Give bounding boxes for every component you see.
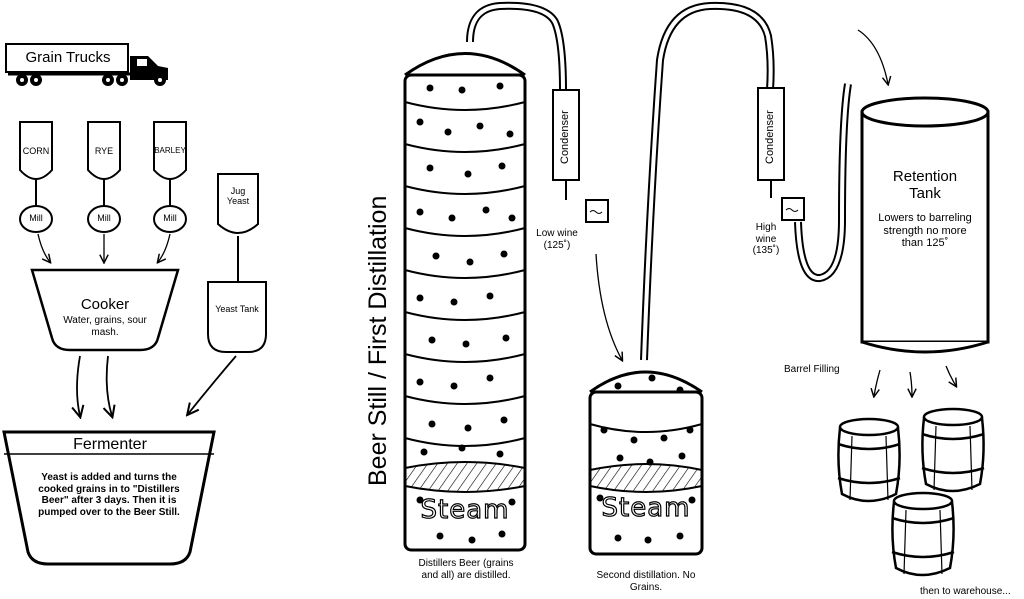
high-wine-cup xyxy=(781,197,805,221)
yeast-vessels xyxy=(207,173,267,353)
fermenter-vessel xyxy=(2,430,216,566)
vapor-pipe-2 xyxy=(640,1,775,361)
barrel-3 xyxy=(891,491,955,577)
fermenter-title: Fermenter xyxy=(73,436,147,453)
barrel-2 xyxy=(921,407,985,493)
barrel-filling-label: Barrel Filling xyxy=(784,364,840,375)
low-wine-cup xyxy=(585,199,609,223)
grain-corn-label: CORN xyxy=(22,146,50,156)
yeast-tank-label: Yeast Tank xyxy=(215,304,259,314)
cooker-title: Cooker xyxy=(80,296,130,313)
retention-desc: Lowers to barreling strength no more tha… xyxy=(878,212,972,250)
jug-yeast-label: Jug Yeast xyxy=(226,186,250,207)
condenser-1 xyxy=(552,89,580,181)
flow-arrows-left xyxy=(37,233,171,262)
grain-truck xyxy=(5,43,168,86)
barrels xyxy=(837,407,985,577)
beer-still-title: Beer Still / First Distillation xyxy=(364,195,392,486)
condenser-1-label: Condenser xyxy=(559,110,571,164)
second-still-caption: Second distillation. No Grains. xyxy=(596,570,696,593)
second-still xyxy=(588,370,704,556)
second-still-steam: Steam xyxy=(601,493,691,524)
cooker-vessel xyxy=(30,268,180,352)
high-wine-label: High wine (135˚) xyxy=(752,222,780,256)
beer-still xyxy=(403,52,527,552)
low-wine-label: Low wine (125˚) xyxy=(536,228,578,251)
grain-barley-label: BARLEY xyxy=(154,146,186,155)
cooker-desc: Water, grains, sour mash. xyxy=(63,315,147,338)
beer-still-steam: Steam xyxy=(420,495,510,526)
retention-tank xyxy=(860,96,990,354)
barrel-arrows xyxy=(874,365,956,396)
beer-still-caption: Distillers Beer (grains and all) are dis… xyxy=(418,558,514,581)
retention-arrow xyxy=(857,29,888,84)
mill-rye-label: Mill xyxy=(97,213,111,223)
mill-corn-label: Mill xyxy=(29,213,43,223)
condenser-2-label: Condenser xyxy=(764,110,776,164)
retention-title: Retention Tank xyxy=(892,168,958,203)
low-wine-arrow xyxy=(595,253,622,360)
mill-barley-label: Mill xyxy=(163,213,177,223)
barrel-1 xyxy=(837,417,901,503)
grain-hoppers xyxy=(19,121,187,233)
warehouse-label: then to warehouse... xyxy=(920,586,1011,597)
grain-rye-label: RYE xyxy=(94,146,114,156)
fermenter-desc: Yeast is added and turns the cooked grai… xyxy=(38,472,180,518)
condenser-2 xyxy=(757,87,785,181)
grain-trucks-label: Grain Trucks xyxy=(25,49,111,66)
flow-arrows-fermenter xyxy=(77,355,237,416)
